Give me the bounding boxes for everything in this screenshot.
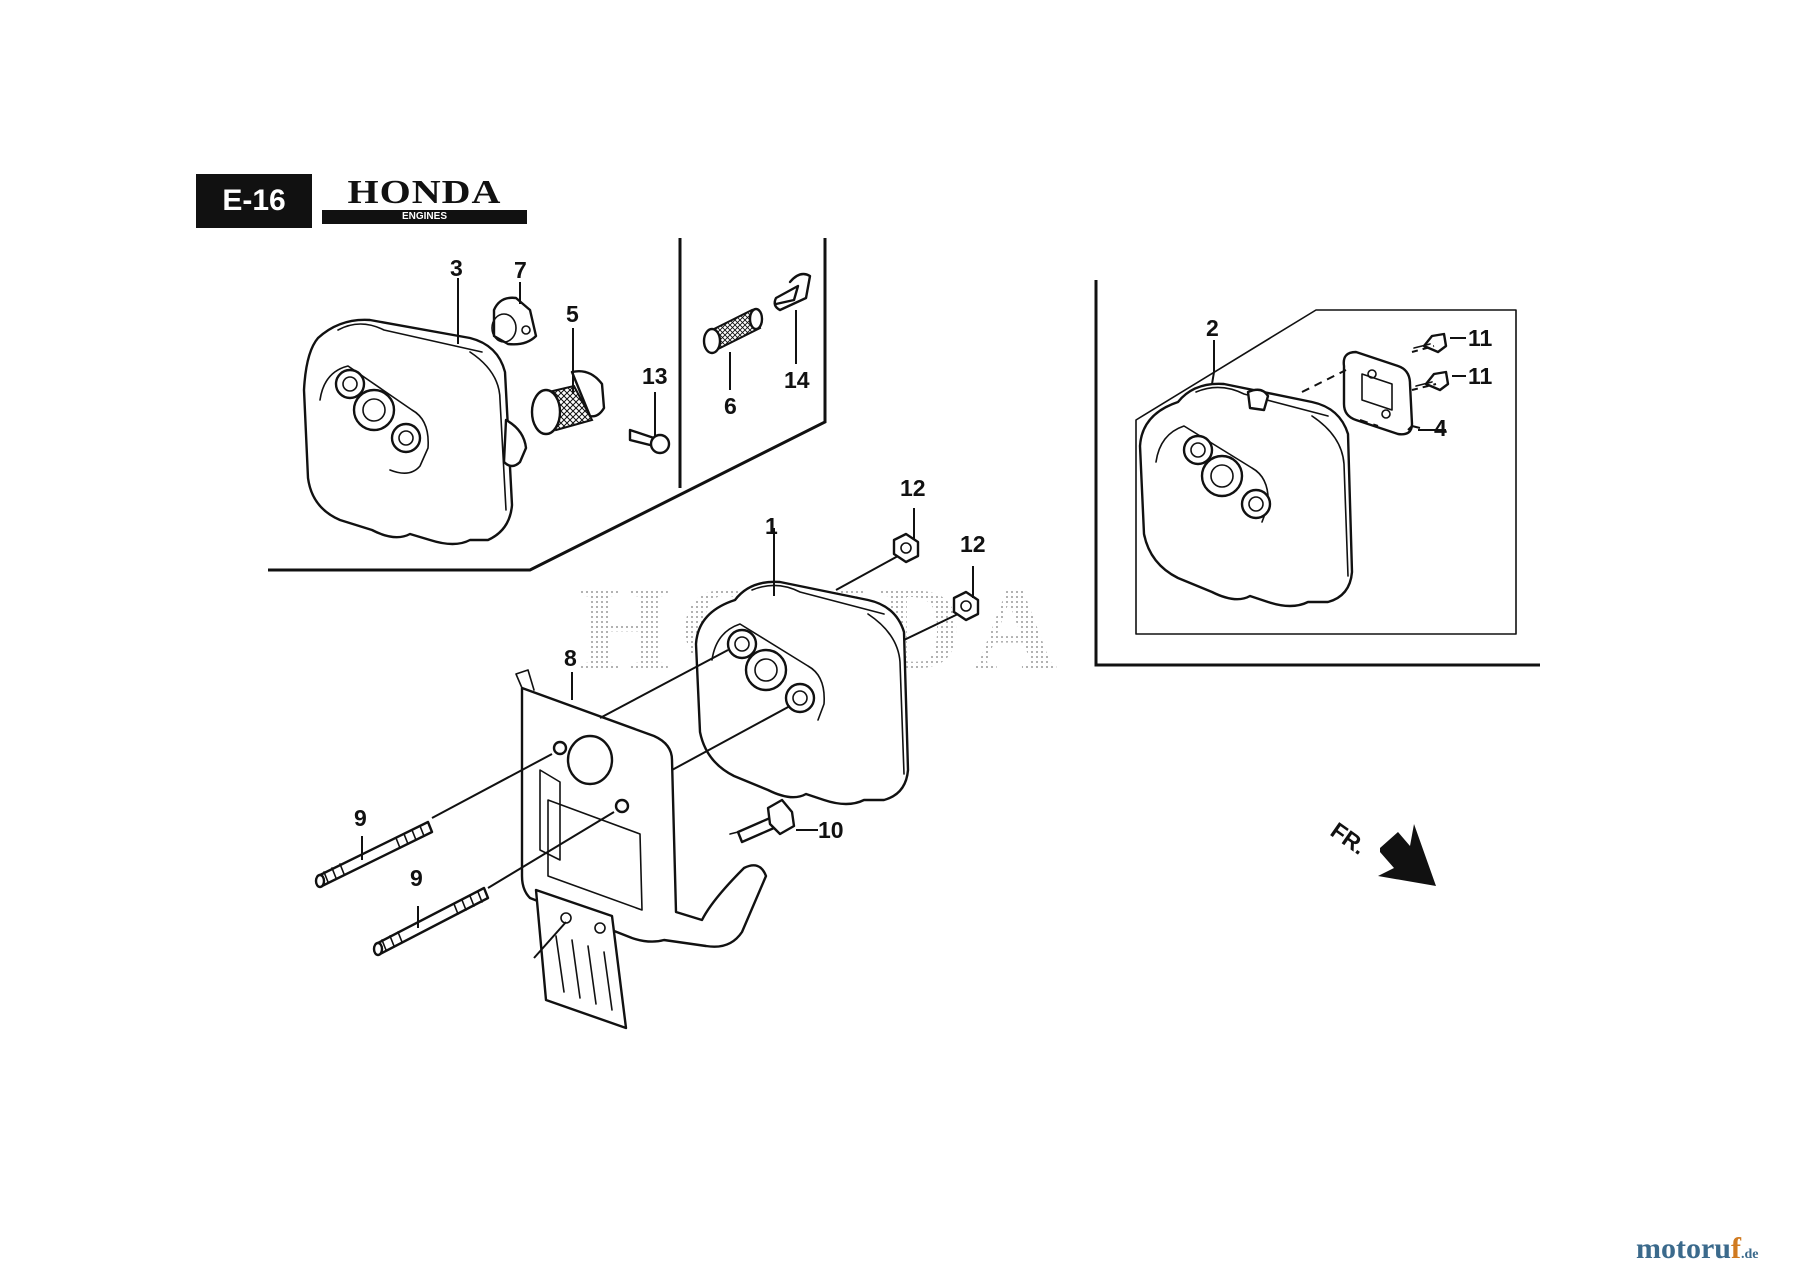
part-1-muffler: [694, 580, 910, 806]
callout-1: 1: [765, 513, 778, 539]
leader-lines: [361, 278, 1466, 959]
callout-5: 5: [566, 301, 579, 327]
callout-11a: 11: [1468, 325, 1493, 351]
callout-3: 3: [450, 255, 463, 281]
callout-7: 7: [514, 257, 527, 283]
callout-2: 2: [1206, 315, 1219, 341]
part-5-screen: [530, 370, 606, 436]
part-10-bolt: [729, 798, 796, 844]
callout-10: 10: [818, 817, 844, 843]
front-direction-arrow: FR.: [1326, 817, 1436, 886]
part-6-knurled-pin: [702, 307, 764, 355]
part-14-clip: [773, 272, 812, 312]
callout-12a: 12: [900, 475, 926, 501]
part-12-nut-a: [892, 532, 920, 564]
callout-14: 14: [784, 367, 810, 393]
part-3-muffler: [302, 318, 528, 546]
callout-11b: 11: [1468, 363, 1493, 389]
inset-frame-left: [268, 238, 827, 572]
callout-4: 4: [1434, 415, 1447, 441]
callout-12b: 12: [960, 531, 986, 557]
brand-sub: ENGINES: [322, 210, 527, 224]
section-code-badge: E-16: [196, 174, 312, 228]
callout-9a: 9: [354, 805, 367, 831]
part-11-screw-a: [1413, 332, 1448, 354]
watermark-main: motoru: [1636, 1232, 1731, 1265]
honda-engines-logo: HONDA ENGINES: [322, 172, 527, 224]
inset-frame-right: [1094, 280, 1540, 667]
site-watermark: motoruf.de: [1636, 1232, 1758, 1266]
part-9-stud-b: [372, 886, 490, 957]
part-12-nut-b: [952, 590, 980, 622]
part-13-screw: [628, 428, 671, 455]
part-4-gasket: [1342, 350, 1414, 436]
brand-name: HONDA: [347, 172, 502, 211]
callout-13: 13: [642, 363, 668, 389]
part-7-cap: [491, 296, 538, 346]
watermark-accent: f: [1730, 1232, 1741, 1265]
part-9-stud-a: [314, 820, 434, 889]
watermark-tld: .de: [1740, 1247, 1759, 1262]
callout-6: 6: [724, 393, 737, 419]
part-11-screw-b: [1415, 370, 1450, 392]
part-2-muffler: [1138, 382, 1354, 608]
callout-8: 8: [564, 645, 577, 671]
callout-9b: 9: [410, 865, 423, 891]
direction-label: FR.: [1326, 817, 1371, 860]
